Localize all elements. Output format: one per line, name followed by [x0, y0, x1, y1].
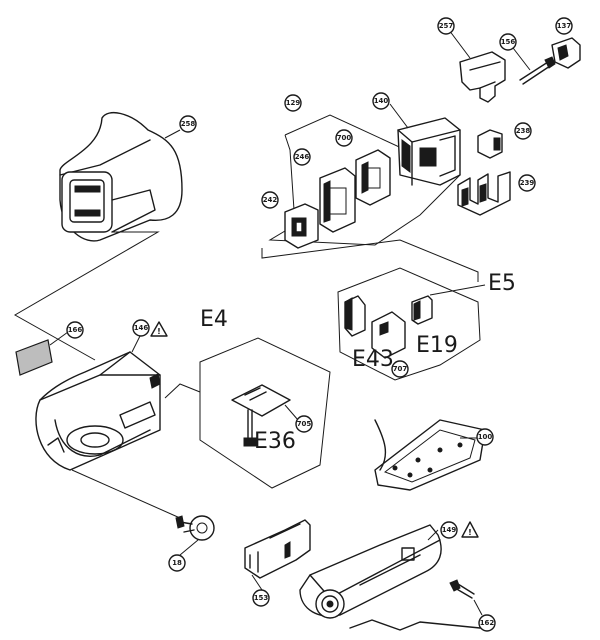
label-E43: E43 [352, 347, 394, 372]
svg-text:257: 257 [439, 22, 454, 30]
callout-137: 137 [555, 17, 573, 35]
connector-E5-arrow [429, 284, 486, 296]
part-707-plate [371, 311, 406, 359]
svg-text:162: 162 [480, 619, 495, 627]
callout-705: 705 [295, 415, 313, 433]
callout-140: 140 [372, 92, 390, 110]
svg-text:705: 705 [297, 420, 312, 428]
callout-100: 100 [476, 428, 494, 446]
label-E5: E5 [488, 271, 516, 296]
warning-icon-149: ! [461, 521, 479, 538]
part-18-gear [175, 515, 215, 541]
svg-text:700: 700 [337, 134, 352, 142]
callout-239: 239 [518, 174, 536, 192]
leader-162 [473, 599, 483, 616]
svg-text:137: 137 [557, 22, 572, 30]
leader-257 [448, 29, 471, 59]
part-257-clip [459, 51, 506, 103]
svg-text:140: 140 [374, 97, 389, 105]
part-239-bracket [457, 171, 511, 216]
connector-129-to-E5 [261, 239, 479, 282]
part-705-board [231, 384, 291, 447]
svg-text:100: 100 [478, 433, 493, 441]
part-E19-component [411, 295, 433, 325]
callout-238: 238 [514, 122, 532, 140]
connector-body-to-gear [71, 469, 181, 519]
callout-129: 129 [284, 94, 302, 112]
part-242-window [284, 203, 319, 249]
leader-258 [164, 129, 181, 139]
part-153-bracket [244, 519, 311, 579]
part-258-eyecup [59, 111, 183, 242]
connector-eyecup-to-body [13, 231, 160, 361]
callout-146: 146 [132, 319, 150, 337]
svg-text:238: 238 [516, 127, 531, 135]
label-E36: E36 [254, 429, 296, 454]
callout-700: 700 [335, 129, 353, 147]
part-140-housing [397, 117, 461, 186]
callout-257: 257 [437, 17, 455, 35]
svg-text:129: 129 [286, 99, 301, 107]
leader-146 [131, 335, 141, 353]
callout-156: 156 [499, 33, 517, 51]
leader-153 [251, 574, 263, 591]
callout-166: 166 [66, 321, 84, 339]
callout-707: 707 [391, 360, 409, 378]
svg-text:258: 258 [181, 120, 196, 128]
svg-text:153: 153 [254, 594, 269, 602]
group-outline-129 [268, 114, 461, 246]
label-E4: E4 [200, 307, 228, 332]
part-149-cover [299, 524, 442, 619]
leader-166 [49, 331, 69, 346]
group-box-E5 [337, 267, 481, 381]
part-E43-component [344, 295, 366, 337]
part-166-label [15, 339, 53, 376]
part-162-screws [349, 579, 481, 631]
svg-text:!: ! [468, 528, 472, 537]
part-700-frame [355, 149, 391, 206]
svg-text:246: 246 [295, 153, 310, 161]
part-246-frame [319, 167, 356, 233]
svg-text:149: 149 [442, 526, 457, 534]
svg-text:!: ! [157, 327, 161, 336]
svg-text:166: 166 [68, 326, 83, 334]
callout-153: 153 [252, 589, 270, 607]
warning-icon-146: ! [150, 321, 168, 337]
svg-text:239: 239 [520, 179, 535, 187]
svg-text:156: 156 [501, 38, 516, 46]
part-137-knob [551, 37, 581, 69]
callout-162: 162 [478, 614, 496, 632]
label-E19: E19 [416, 333, 458, 358]
leader-140 [389, 103, 409, 129]
leader-18 [179, 539, 199, 556]
svg-text:18: 18 [172, 559, 182, 567]
leader-149 [427, 529, 439, 541]
group-box-E4 [199, 337, 331, 489]
svg-text:146: 146 [134, 324, 149, 332]
callout-242: 242 [261, 191, 279, 209]
part-100-flex-board [374, 419, 486, 491]
svg-text:707: 707 [393, 365, 408, 373]
part-156-screw [519, 56, 556, 85]
callout-258: 258 [179, 115, 197, 133]
callout-149: 149 [440, 521, 458, 539]
leader-705 [284, 404, 299, 421]
callout-18: 18 [168, 554, 186, 572]
svg-text:242: 242 [263, 196, 278, 204]
part-238-block [477, 129, 503, 159]
callout-246: 246 [293, 148, 311, 166]
part-146-body [35, 351, 161, 471]
connector-groupE4 [164, 383, 201, 399]
